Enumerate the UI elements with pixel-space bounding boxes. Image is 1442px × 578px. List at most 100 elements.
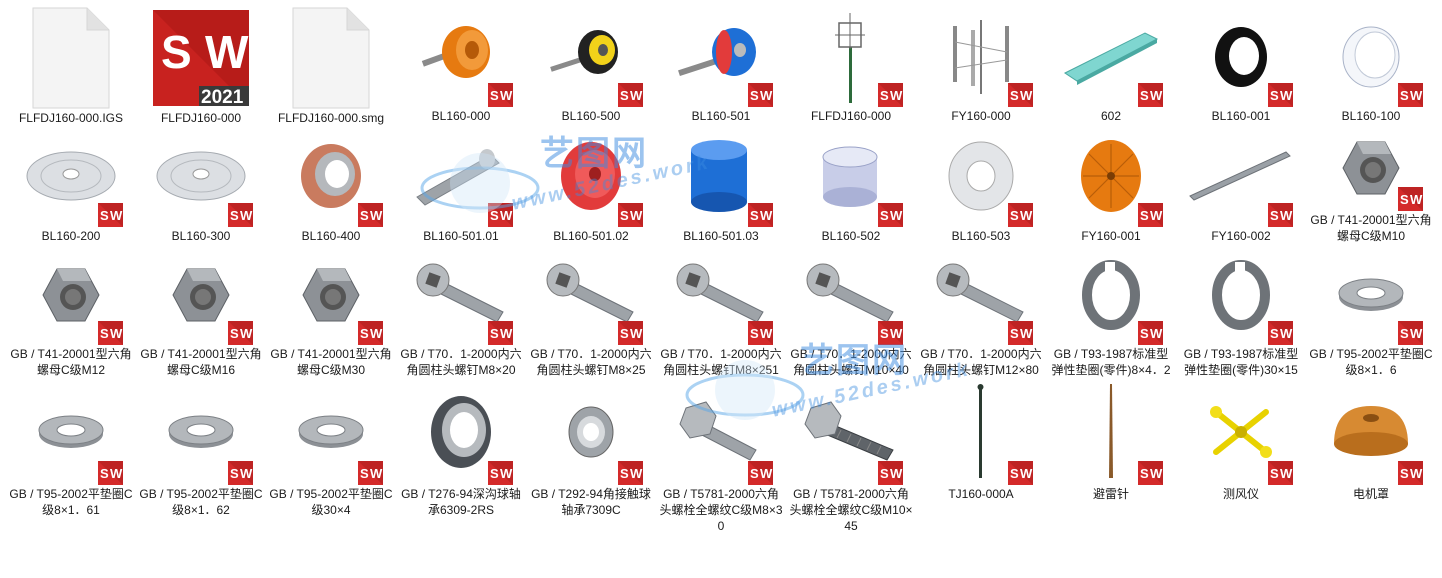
svg-text:W: W — [370, 326, 383, 341]
file-name: BL160-501.01 — [423, 229, 499, 243]
svg-text:S: S — [1270, 208, 1279, 223]
svg-text:W: W — [1280, 88, 1293, 103]
svg-text:S: S — [880, 326, 889, 341]
svg-text:S: S — [880, 466, 889, 481]
file-name: BL160-000 — [431, 109, 491, 123]
svg-text:S: S — [490, 466, 499, 481]
svg-text:W: W — [240, 326, 253, 341]
file-item[interactable]: FLFDJ160-000.IGS — [6, 6, 136, 125]
svg-text:W: W — [1280, 208, 1293, 223]
svg-text:S: S — [750, 88, 759, 103]
svg-text:S: S — [620, 208, 629, 223]
svg-text:W: W — [630, 326, 643, 341]
svg-text:S: S — [100, 208, 109, 223]
file-name: GB / T276-94深沟球轴承6309-2RS — [401, 487, 521, 517]
svg-text:W: W — [890, 88, 903, 103]
file-name: GB / T95-2002平垫圈C级8×1．61 — [9, 487, 133, 517]
file-name: FLFDJ160-000 — [810, 109, 892, 123]
file-name: TJ160-000A — [948, 487, 1014, 501]
svg-text:S: S — [1400, 326, 1409, 341]
file-name: BL160-501.03 — [683, 229, 759, 243]
file-item[interactable]: FLFDJ160-000.smg — [266, 6, 396, 125]
file-name: 测风仪 — [1222, 487, 1259, 501]
file-name: GB / T95-2002平垫圈C级8×1．6 — [1309, 347, 1433, 377]
svg-text:S: S — [490, 88, 499, 103]
svg-text:W: W — [110, 466, 123, 481]
svg-text:S: S — [100, 466, 109, 481]
svg-text:W: W — [1150, 208, 1163, 223]
svg-text:S: S — [360, 208, 369, 223]
svg-text:W: W — [110, 326, 123, 341]
svg-text:W: W — [1150, 326, 1163, 341]
svg-text:W: W — [890, 466, 903, 481]
svg-text:W: W — [500, 326, 513, 341]
svg-text:S: S — [750, 208, 759, 223]
file-name: GB / T95-2002平垫圈C级8×1．62 — [139, 487, 263, 517]
